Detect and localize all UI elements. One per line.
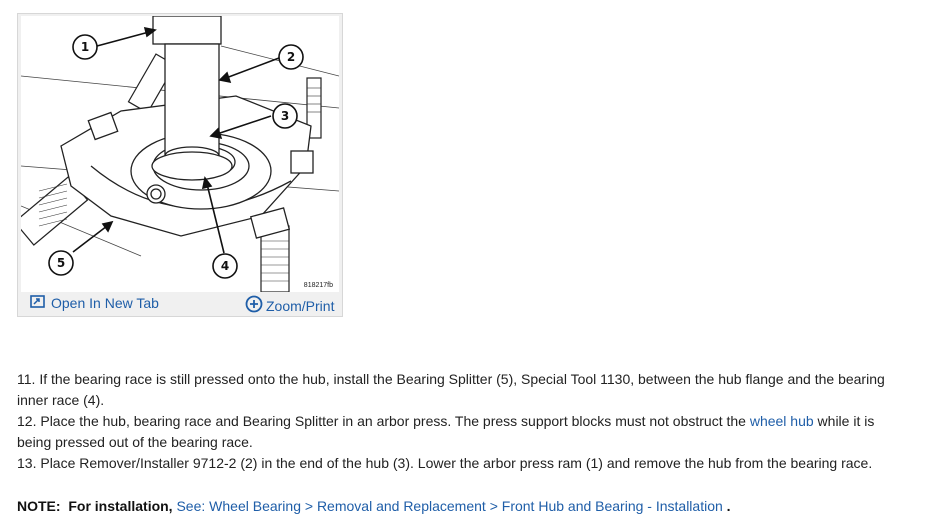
callout-4: 4 xyxy=(221,259,229,273)
figure-panel: 1 2 3 4 5 818217fb Open In New Tab xyxy=(17,13,343,317)
figure-toolbar: Open In New Tab Zoom/Print xyxy=(18,294,342,316)
callout-1: 1 xyxy=(81,40,89,54)
procedure-steps: 11. If the bearing race is still pressed… xyxy=(17,369,912,474)
wheel-hub-link[interactable]: wheel hub xyxy=(749,413,814,429)
callout-3: 3 xyxy=(281,109,289,123)
note-label: NOTE: xyxy=(17,498,61,514)
installation-procedure-link[interactable]: See: Wheel Bearing > Removal and Replace… xyxy=(176,498,723,514)
callout-5: 5 xyxy=(57,256,65,270)
open-new-tab-icon xyxy=(30,295,45,311)
step-11: 11. If the bearing race is still pressed… xyxy=(17,371,885,408)
note-lead: For installation, xyxy=(68,498,173,514)
step-12: 12. Place the hub, bearing race and Bear… xyxy=(17,411,912,453)
open-new-tab-button[interactable]: Open In New Tab xyxy=(30,295,159,311)
figure-id: 818217fb xyxy=(303,282,333,289)
installation-note: NOTE: For installation, See: Wheel Beari… xyxy=(17,496,917,516)
zoom-print-label: Zoom/Print xyxy=(266,297,335,314)
zoom-plus-icon xyxy=(245,295,263,316)
bearing-splitter-illustration: 1 2 3 4 5 818217fb xyxy=(21,16,339,292)
open-new-tab-label: Open In New Tab xyxy=(51,295,159,311)
step-12-text: 12. Place the hub, bearing race and Bear… xyxy=(17,413,750,429)
callout-2: 2 xyxy=(287,50,295,64)
step-12-text-end: while it is being pressed out of the bea… xyxy=(17,413,875,450)
step-13: 13. Place Remover/Installer 9712-2 (2) i… xyxy=(17,455,873,471)
note-tail: . xyxy=(726,498,731,514)
zoom-print-button[interactable]: Zoom/Print xyxy=(245,295,334,316)
